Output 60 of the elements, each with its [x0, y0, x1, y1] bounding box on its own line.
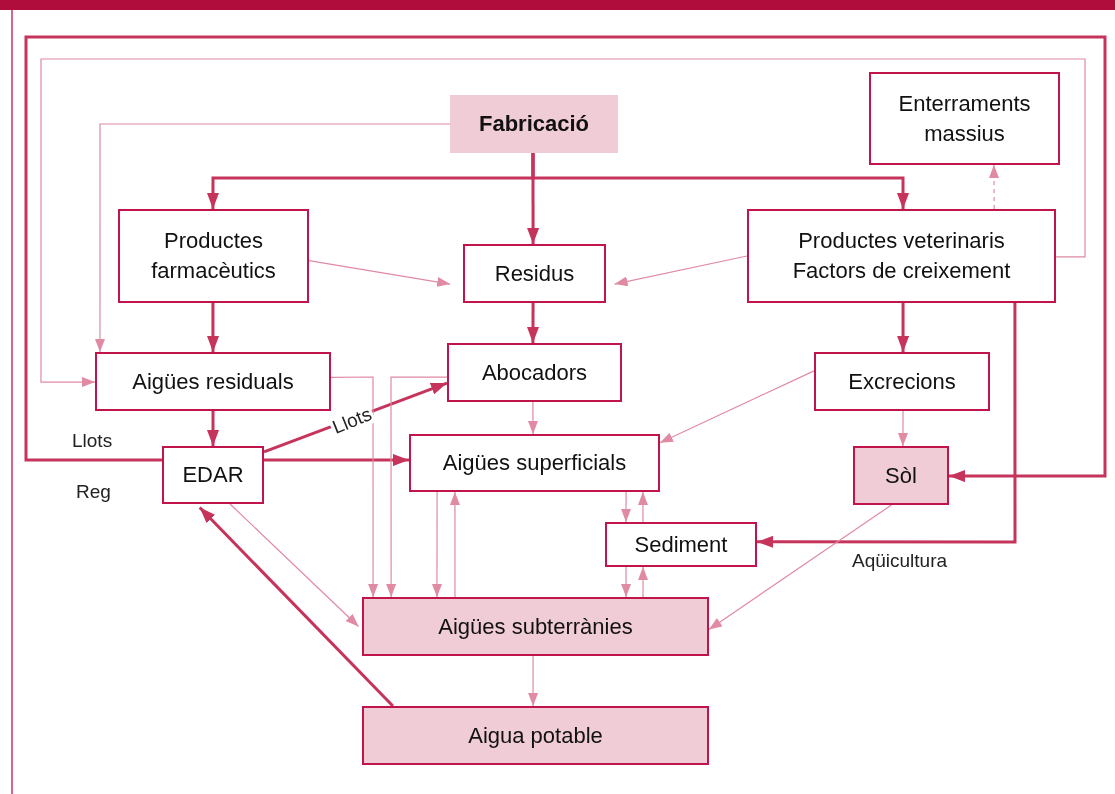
node-label: Fabricació — [477, 110, 590, 138]
node-label: Aigua potable — [467, 721, 604, 750]
flow-label: Reg — [76, 481, 111, 503]
arrow — [531, 153, 909, 209]
arrow — [528, 655, 539, 707]
node-label: Productes veterinaris — [797, 227, 1006, 255]
arrow — [264, 454, 409, 467]
node-label: Sediment — [633, 530, 729, 559]
arrow — [621, 491, 632, 523]
arrow — [989, 164, 999, 210]
arrow — [24, 35, 1107, 483]
arrow — [207, 303, 219, 352]
arrow — [330, 376, 379, 598]
arrow — [449, 491, 460, 598]
arrow — [40, 58, 1086, 388]
arrow — [431, 491, 442, 598]
arrow — [708, 504, 892, 631]
node-label: Aigües subterrànies — [437, 612, 634, 641]
arrow — [386, 376, 448, 598]
process-box — [747, 209, 1056, 303]
node-label: Aigües residuals — [131, 367, 295, 396]
edge-label: Aqüicultura — [850, 551, 950, 571]
arrow — [897, 303, 910, 352]
flow-label: Llots — [72, 430, 113, 452]
arrow — [229, 503, 360, 628]
node-label: Residus — [493, 259, 576, 288]
process-box — [118, 209, 309, 303]
process-box — [447, 343, 622, 402]
process-box — [463, 244, 606, 303]
node-label: Aigües superficials — [441, 449, 628, 477]
node-label: Productes farmacèutics — [150, 227, 277, 285]
arrow — [527, 303, 539, 343]
node-label: Enterraments massius — [897, 89, 1032, 148]
arrow — [897, 410, 908, 447]
highlighted-box — [450, 95, 618, 153]
process-box — [362, 597, 709, 656]
node-label: EDAR — [181, 461, 245, 489]
node-label: Excrecions — [847, 367, 957, 396]
arrow — [207, 411, 219, 446]
node-label: Factors de creixement — [791, 257, 1012, 285]
process-box — [869, 72, 1060, 165]
process-box — [95, 352, 331, 411]
node-label: Sòl — [884, 461, 918, 490]
arrow — [659, 370, 815, 444]
node-label: Abocadors — [480, 358, 589, 387]
arrow — [94, 123, 451, 353]
arrow — [527, 401, 538, 435]
process-box — [409, 434, 660, 492]
process-box — [814, 352, 990, 411]
arrow — [638, 566, 649, 598]
process-box — [162, 446, 264, 504]
arrow — [621, 566, 632, 598]
process-box — [362, 706, 709, 765]
arrow — [637, 491, 648, 523]
process-box — [605, 522, 757, 567]
process-box — [853, 446, 949, 505]
arrow — [757, 303, 1017, 548]
arrow — [308, 260, 451, 287]
arrow — [614, 255, 748, 287]
arrow — [198, 506, 394, 708]
